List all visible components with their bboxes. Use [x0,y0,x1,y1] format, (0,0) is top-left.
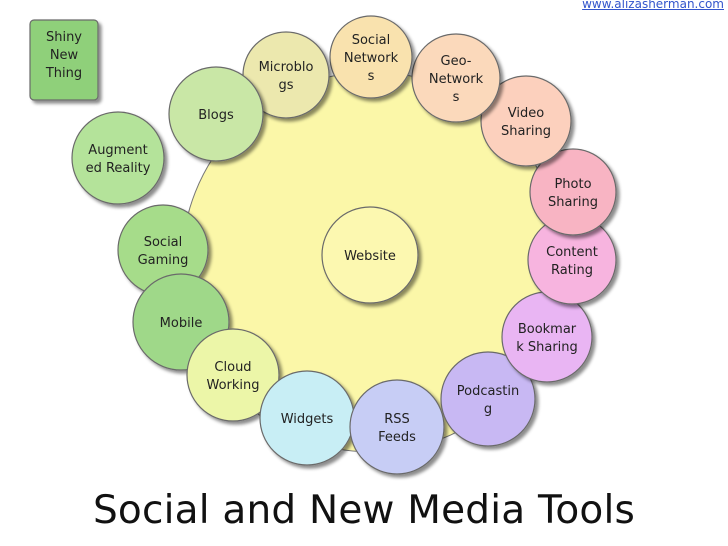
node-podcasting-shape [440,351,536,447]
node-microblogs-label-line: gs [278,78,293,93]
node-geo-networks: Geo- Network s [411,33,501,123]
node-widgets-label: Widgets [281,412,334,427]
node-shiny-new-thing-shape [29,19,99,101]
node-augmented-reality-shape [71,111,165,205]
node-website-label-line: Website [344,249,396,264]
source-url-link[interactable]: www.alizasherman.com [582,0,724,11]
node-microblogs-label: Microblo gs [259,60,314,93]
node-rss-feeds-label: RSS Feeds [378,412,416,445]
node-cloud-working-shape [186,328,280,422]
node-photo-sharing-label-line: Photo [554,177,591,192]
node-website-shape [321,206,419,304]
node-content-rating-label-line: Content [546,245,598,260]
node-mobile-label-line: Mobile [160,316,203,331]
node-podcasting: Podcastin g [440,351,536,447]
node-content-rating-label-line: Rating [551,263,593,278]
node-photo-sharing-shape [529,148,617,236]
node-geo-networks-label-line: Network [429,72,484,87]
node-geo-networks-shape [411,33,501,123]
node-geo-networks-label-line: s [453,90,460,105]
node-geo-networks-label-line: Geo- [441,54,472,69]
node-blogs-shape [168,66,264,162]
node-augmented-reality-label-line: Augment [88,143,147,158]
node-microblogs: Microblo gs [242,31,330,119]
node-video-sharing-shape [480,75,572,167]
node-website-label: Website [344,249,396,264]
node-blogs: Blogs [168,66,264,162]
node-social-gaming-label-line: Gaming [138,253,189,268]
node-bookmark-sharing-label-line: Bookmar [518,322,577,337]
node-widgets: Widgets [259,370,355,466]
node-video-sharing-label-line: Video [508,106,544,121]
node-augmented-reality: Augment ed Reality [71,111,165,205]
node-rss-feeds-shape [349,379,445,475]
node-bookmark-sharing-label: Bookmar k Sharing [516,322,578,355]
node-bookmark-sharing-shape [501,291,593,383]
node-social-networks-shape [329,15,413,99]
node-website: Website [321,206,419,304]
node-mobile-label: Mobile [160,316,203,331]
node-augmented-reality-label-line: ed Reality [86,161,151,176]
node-shiny-new-thing-label-line: Shiny [46,30,82,45]
node-augmented-reality-label: Augment ed Reality [86,143,151,176]
page-title: Social and New Media Tools [92,488,636,533]
node-podcasting-label: Podcastin g [457,384,519,417]
node-geo-networks-label: Geo- Network s [429,54,484,105]
node-rss-feeds-label-line: Feeds [378,430,416,445]
node-shiny-new-thing-label-line: New [50,48,79,63]
node-widgets-label-line: Widgets [281,412,334,427]
node-photo-sharing-label-line: Sharing [548,195,598,210]
node-bookmark-sharing-label-line: k Sharing [516,340,578,355]
node-cloud-working-label-line: Working [206,378,259,393]
node-bookmark-sharing: Bookmar k Sharing [501,291,593,383]
node-social-networks-label-line: Network [344,51,399,66]
node-podcasting-label-line: Podcastin [457,384,519,399]
node-shiny-new-thing-label-line: Thing [45,66,82,81]
node-microblogs-label-line: Microblo [259,60,314,75]
node-podcasting-label-line: g [484,402,492,417]
node-social-gaming-label-line: Social [144,235,183,250]
node-rss-feeds: RSS Feeds [349,379,445,475]
node-video-sharing-label-line: Sharing [501,124,551,139]
node-cloud-working-label-line: Cloud [214,360,251,375]
node-blogs-label: Blogs [198,108,234,123]
node-social-networks-label-line: s [368,69,375,84]
node-rss-feeds-label-line: RSS [384,412,410,427]
node-social-networks-label-line: Social [352,33,391,48]
node-blogs-label-line: Blogs [198,108,234,123]
